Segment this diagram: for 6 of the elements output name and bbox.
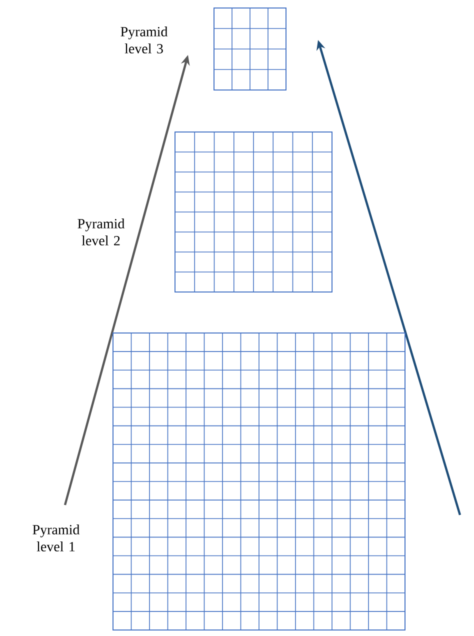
- grid: [174, 132, 332, 292]
- grid-label: Pyramid level 2: [78, 218, 125, 246]
- grid: [112, 332, 406, 630]
- grid-label: Pyramid level 3: [120, 26, 168, 54]
- grid: [214, 8, 286, 90]
- grid-label: Pyramid level 1: [32, 524, 80, 552]
